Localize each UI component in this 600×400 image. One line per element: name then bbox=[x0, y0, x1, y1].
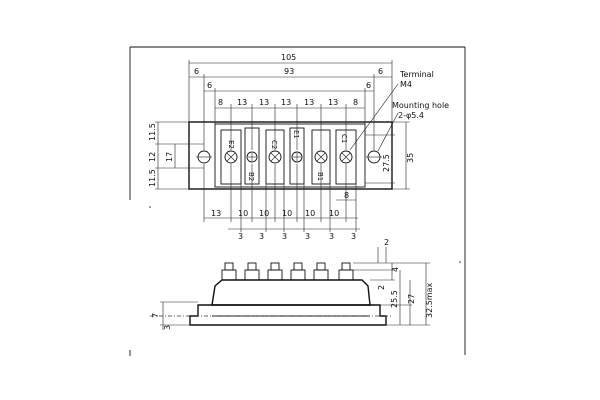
hole-note-title: Mounting hole bbox=[392, 101, 449, 110]
terminal-label: C2 bbox=[270, 140, 278, 149]
dim-pitch: 13 bbox=[328, 98, 338, 107]
dim-pitch: 8 bbox=[218, 98, 223, 107]
dim-side-left-lower: 3 bbox=[163, 325, 172, 330]
dim-gap: 3 bbox=[282, 232, 287, 241]
terminal-leader bbox=[349, 83, 399, 151]
terminal-note-size: M4 bbox=[400, 80, 412, 89]
dim-side-right-e: 32.5max bbox=[425, 282, 434, 318]
side-base-plate bbox=[189, 304, 387, 326]
dim-pitch: 8 bbox=[353, 98, 358, 107]
dim-bottom: 10 bbox=[238, 209, 248, 218]
terminal-screw-icon bbox=[246, 151, 258, 163]
dim-left-bottom: 11.5 bbox=[148, 169, 157, 187]
side-housing bbox=[211, 279, 371, 306]
dim-bottom: 10 bbox=[329, 209, 339, 218]
callouts: Terminal M4 Mounting hole 2-φ5.4 bbox=[349, 70, 449, 152]
dim-side-top-gap: 2 bbox=[384, 238, 389, 247]
terminal-label: E1 bbox=[292, 130, 300, 139]
dim-pitch: 13 bbox=[259, 98, 269, 107]
terminal-label: C1 bbox=[340, 134, 348, 143]
terminal-screw-icon bbox=[224, 150, 238, 164]
terminal-label: B2 bbox=[247, 172, 255, 181]
dim-inner-width: 93 bbox=[284, 67, 294, 76]
dim-inner-edge-right: 6 bbox=[366, 81, 371, 90]
top-dimensions: 105 6 93 6 6 6 8 13 13 13 13 13 8 bbox=[188, 53, 393, 150]
speck bbox=[149, 206, 151, 208]
dim-bottom: 10 bbox=[305, 209, 315, 218]
side-view: 7 3 2 4 2 25.5 27 32.5max bbox=[150, 238, 434, 330]
top-view: E2 B2 C2 E1 B1 C1 bbox=[188, 121, 393, 190]
dim-bottom: 10 bbox=[282, 209, 292, 218]
dim-pitch: 13 bbox=[237, 98, 247, 107]
dim-right-bottom: 8 bbox=[344, 191, 349, 200]
dim-right-inner: 27.5 bbox=[382, 154, 391, 172]
dim-left-mid: 12 bbox=[148, 152, 157, 162]
dim-gap: 3 bbox=[259, 232, 264, 241]
dim-left-inner: 17 bbox=[165, 152, 174, 162]
dim-pitch: 13 bbox=[281, 98, 291, 107]
hole-note-size: 2-φ5.4 bbox=[398, 111, 424, 120]
base-plate-outline bbox=[188, 121, 393, 190]
dim-gap: 3 bbox=[305, 232, 310, 241]
dim-side-right-a: 4 bbox=[391, 267, 400, 272]
dim-gap: 3 bbox=[329, 232, 334, 241]
dim-edge-left: 6 bbox=[194, 67, 199, 76]
dim-bottom: 10 bbox=[259, 209, 269, 218]
dim-side-right-d: 27 bbox=[407, 294, 416, 304]
dim-gap: 3 bbox=[351, 232, 356, 241]
dim-side-right-b: 2 bbox=[377, 285, 386, 290]
bottom-dimensions: 8 13 10 10 10 10 10 3 3 3 3 3 3 bbox=[203, 164, 360, 241]
dim-overall-width: 105 bbox=[281, 53, 296, 62]
speck bbox=[459, 261, 461, 263]
side-terminals bbox=[221, 262, 354, 281]
dim-bottom: 13 bbox=[211, 209, 221, 218]
dim-left-top: 11.5 bbox=[148, 123, 157, 141]
dim-right-outer: 35 bbox=[406, 153, 415, 163]
terminal-screw-icon bbox=[268, 150, 282, 164]
terminal-screw-icon bbox=[314, 150, 328, 164]
terminal-screw-icon bbox=[291, 151, 303, 163]
housing-outline bbox=[214, 123, 366, 188]
dim-inner-edge-left: 6 bbox=[207, 81, 212, 90]
terminal-note-title: Terminal bbox=[399, 70, 434, 79]
terminal-screw-icon bbox=[339, 150, 353, 164]
dim-side-left-upper: 7 bbox=[151, 313, 160, 318]
dim-edge-right: 6 bbox=[378, 67, 383, 76]
left-dimensions: 11.5 12 11.5 17 bbox=[148, 121, 204, 190]
hole-leader bbox=[377, 112, 399, 152]
right-dimensions: 27.5 35 bbox=[365, 121, 415, 190]
dim-side-right-c: 25.5 bbox=[390, 290, 399, 308]
dim-pitch: 13 bbox=[304, 98, 314, 107]
terminal-label: B1 bbox=[316, 172, 324, 181]
dim-gap: 3 bbox=[238, 232, 243, 241]
